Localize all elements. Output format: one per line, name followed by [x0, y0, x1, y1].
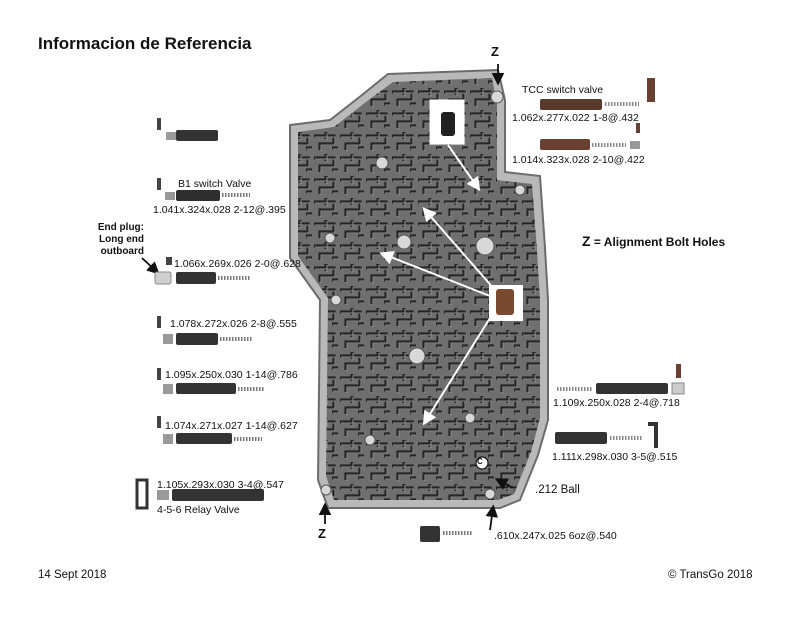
- legend-z: Z: [582, 233, 591, 249]
- relay-valve-spec: 1.105x.293x.030 3-4@.547: [157, 479, 284, 491]
- end-plug-note: End plug: Long end outboard: [88, 222, 144, 258]
- right-valve-parts: [420, 78, 685, 542]
- tcc-valve-name: TCC switch valve: [522, 84, 604, 96]
- z-marker-bottom: Z: [318, 526, 326, 541]
- b1-valve-name: B1 switch Valve: [178, 178, 252, 190]
- relay-valve-name: 4-5-6 Relay Valve: [157, 504, 240, 516]
- end-plug-line2: Long end: [99, 234, 144, 245]
- end-plug-line3: outboard: [100, 246, 144, 257]
- end-plug-line1: End plug:: [97, 222, 144, 233]
- footer-copyright: © TransGo 2018: [668, 569, 753, 581]
- left-valve-spec-3: 1.066x.269x.026 2-0@.628: [174, 258, 301, 270]
- page-title: Informacion de Referencia: [38, 34, 252, 53]
- left-valve-spec-5: 1.095x.250x.030 1-14@.786: [165, 369, 298, 381]
- left-valve-spec-6: 1.074x.271x.027 1-14@.627: [165, 420, 298, 432]
- right-valve-spec-2: 1.014x.323x.028 2-10@.422: [512, 154, 645, 166]
- legend-text: = Alignment Bolt Holes: [593, 235, 726, 249]
- ball-marker: C: [477, 457, 483, 466]
- left-valve-spec-4: 1.078x.272x.026 2-8@.555: [170, 318, 297, 330]
- footer-date: 14 Sept 2018: [38, 569, 107, 581]
- valve-body-plate: [289, 68, 549, 509]
- z-arrows: [141, 64, 514, 531]
- bottom-spring-spec: .610x.247x.025 6oz@.540: [494, 530, 617, 542]
- right-valve-spec-4: 1.111x.298x.030 3-5@.515: [552, 451, 678, 463]
- right-valve-spec-3: 1.109x.250x.028 2-4@.718: [553, 397, 680, 409]
- tcc-valve-spec: 1.062x.277x.022 1-8@.432: [512, 112, 639, 124]
- z-marker-top: Z: [491, 44, 499, 59]
- alignment-legend: Z = Alignment Bolt Holes: [582, 233, 725, 249]
- left-valve-parts: [135, 118, 264, 510]
- ball-label: .212 Ball: [535, 484, 580, 496]
- b1-valve-spec: 1.041x.324x.028 2-12@.395: [153, 204, 286, 216]
